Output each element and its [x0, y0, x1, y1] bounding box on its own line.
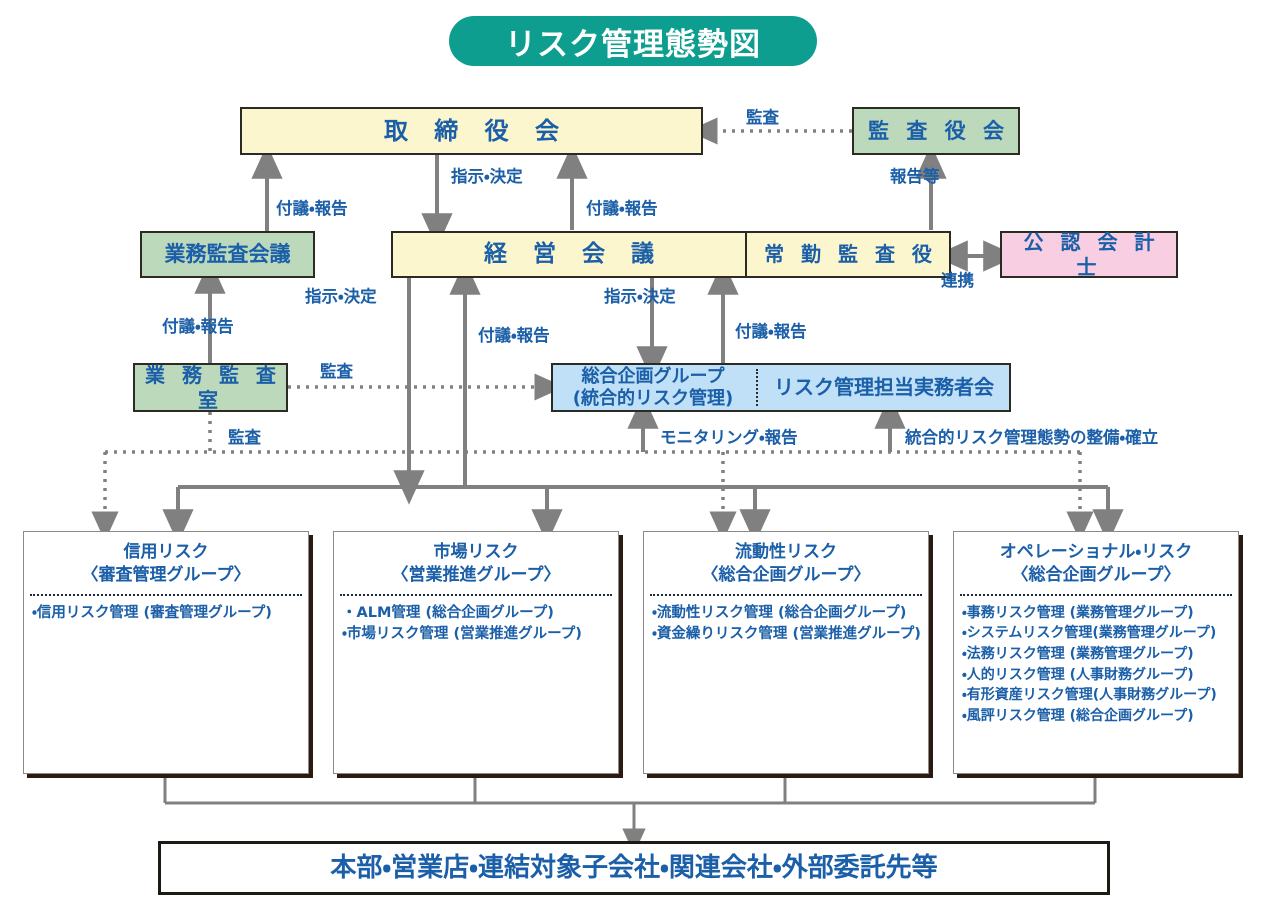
edge-label-proposal-report-1: 付議・報告: [276, 199, 348, 218]
node-business-audit-office[interactable]: 業 務 監 査 室: [133, 363, 288, 412]
risk-box-separator: [340, 593, 612, 596]
risk-owner: 〈営業推進グループ〉: [391, 564, 561, 585]
node-board-of-directors[interactable]: 取 締 役 会: [240, 107, 703, 155]
risk-item: ・信用リスク管理 (審査管理グループ): [32, 604, 272, 621]
page-title: リスク管理態勢図: [449, 16, 817, 66]
risk-item: ・風評リスク管理 (総合企画グループ): [962, 707, 1194, 724]
node-integrated-risk-panel: 総合企画グループ (統合的リスク管理) リスク管理担当実務者会: [551, 363, 1011, 412]
risk-item: ・流動性リスク管理 (総合企画グループ): [652, 604, 907, 621]
node-planning-group[interactable]: 総合企画グループ (統合的リスク管理): [553, 365, 753, 410]
risk-owner: 〈総合企画グループ〉: [701, 564, 871, 585]
node-bottom-bar[interactable]: 本部・営業店・連結対象子会社・関連会社・外部委託先等: [158, 841, 1110, 895]
edge-label-proposal-report-2: 付議・報告: [586, 199, 658, 218]
risk-box-separator: [960, 593, 1232, 596]
risk-box-liquidity-risk[interactable]: 流動性リスク 〈総合企画グループ〉 ・流動性リスク管理 (総合企画グループ) ・…: [643, 531, 929, 774]
node-business-audit-meeting[interactable]: 業務監査会議: [140, 231, 315, 278]
risk-owner: 〈総合企画グループ〉: [1011, 564, 1181, 585]
edge-label-instruction-decision-3: 指示・決定: [604, 287, 676, 306]
edge-label-audit-top: 監査: [746, 108, 779, 127]
edge-label-integrated-risk-framework: 統合的リスク管理態勢の整備・確立: [905, 428, 1159, 447]
edge-label-proposal-report-5: 付議・報告: [735, 322, 807, 341]
edge-label-cooperation: 連携: [941, 271, 974, 290]
risk-item: ・事務リスク管理 (業務管理グループ): [962, 604, 1194, 621]
risk-box-head: 信用リスク 〈審査管理グループ〉: [24, 532, 308, 594]
edge-label-proposal-report-4: 付議・報告: [478, 326, 550, 345]
risk-owner: 〈審査管理グループ〉: [81, 564, 251, 585]
edge-label-audit-low: 監査: [228, 428, 261, 447]
node-audit-supervisory-board[interactable]: 監 査 役 会: [852, 107, 1020, 155]
risk-item: ・市場リスク管理 (営業推進グループ): [342, 625, 582, 642]
risk-item: ・資金繰りリスク管理 (営業推進グループ): [652, 625, 921, 642]
node-management-meeting[interactable]: 経 営 会 議: [391, 231, 747, 278]
edge-label-audit-mid: 監査: [320, 362, 353, 381]
risk-box-separator: [650, 593, 922, 596]
edge-label-monitoring-report: モニタリング・報告: [660, 428, 798, 447]
risk-item-list: ・事務リスク管理 (業務管理グループ) ・システムリスク管理(業務管理グループ)…: [954, 596, 1238, 730]
risk-item-list: ・信用リスク管理 (審査管理グループ): [24, 596, 308, 628]
risk-item: ・有形資産リスク管理(人事財務グループ): [962, 687, 1217, 704]
risk-box-head: 市場リスク 〈営業推進グループ〉: [334, 532, 618, 594]
risk-box-credit-risk[interactable]: 信用リスク 〈審査管理グループ〉 ・信用リスク管理 (審査管理グループ): [23, 531, 309, 774]
edge-label-instruction-decision-1: 指示・決定: [451, 167, 523, 186]
risk-box-head: オペレーショナル・リスク 〈総合企画グループ〉: [954, 532, 1238, 594]
node-certified-public-accountant[interactable]: 公 認 会 計 士: [1000, 230, 1178, 279]
risk-box-separator: [30, 593, 302, 596]
risk-title: オペレーショナル・リスク: [999, 542, 1193, 562]
divider-planning-practitioner: [756, 369, 758, 406]
risk-title: 流動性リスク: [735, 542, 837, 562]
risk-item: ・法務リスク管理 (業務管理グループ): [962, 646, 1194, 663]
risk-box-operational-risk[interactable]: オペレーショナル・リスク 〈総合企画グループ〉 ・事務リスク管理 (業務管理グル…: [953, 531, 1239, 774]
risk-box-head: 流動性リスク 〈総合企画グループ〉: [644, 532, 928, 594]
edge-label-proposal-report-3: 付議・報告: [162, 317, 234, 336]
node-risk-practitioner-meeting[interactable]: リスク管理担当実務者会: [774, 375, 994, 399]
risk-item: ・ALM管理 (総合企画グループ): [342, 604, 554, 621]
edge-label-instruction-decision-2: 指示・決定: [305, 287, 377, 306]
risk-title: 信用リスク: [123, 542, 209, 562]
edge-label-report-etc: 報告等: [890, 167, 940, 186]
risk-item-list: ・流動性リスク管理 (総合企画グループ) ・資金繰りリスク管理 (営業推進グルー…: [644, 596, 928, 649]
risk-title: 市場リスク: [433, 542, 519, 562]
node-full-time-auditor[interactable]: 常 勤 監 査 役: [747, 231, 951, 278]
risk-box-market-risk[interactable]: 市場リスク 〈営業推進グループ〉 ・ALM管理 (総合企画グループ) ・市場リス…: [333, 531, 619, 774]
planning-group-line1: 総合企画グループ: [581, 365, 725, 387]
risk-item: ・システムリスク管理(業務管理グループ): [962, 625, 1217, 642]
planning-group-line2: (統合的リスク管理): [572, 387, 734, 409]
risk-item-list: ・ALM管理 (総合企画グループ) ・市場リスク管理 (営業推進グループ): [334, 596, 618, 649]
risk-item: ・人的リスク管理 (人事財務グループ): [962, 666, 1194, 683]
